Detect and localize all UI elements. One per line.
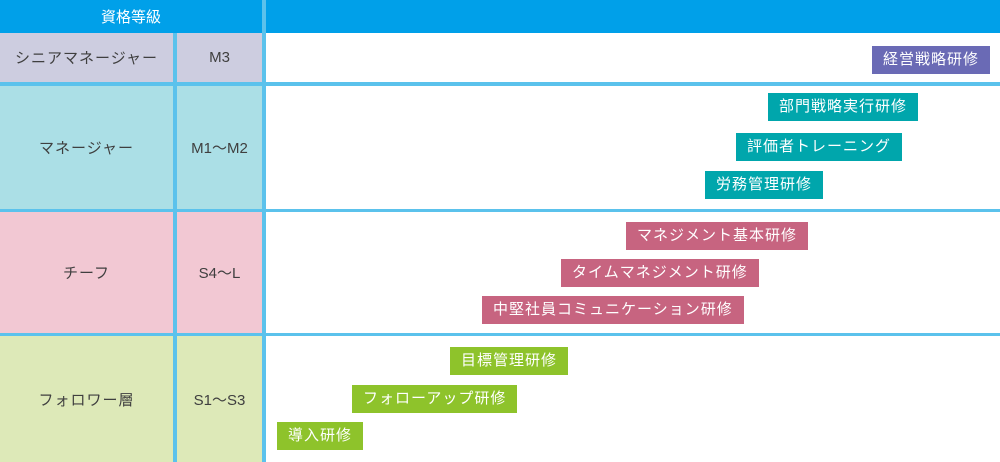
column-divider-code-trainings: [262, 0, 266, 462]
training-badge-midlevel-communication: 中堅社員コミュニケーション研修: [482, 296, 744, 324]
grade-row-label-senior-manager: シニアマネージャー: [0, 33, 173, 82]
column-divider-label-code: [173, 33, 177, 462]
grade-row-label-follower: フォロワー層: [0, 336, 173, 462]
row-divider-3: [0, 333, 1000, 336]
qualification-grade-header-label: 資格等級: [100, 9, 161, 26]
row-divider-1: [0, 82, 1000, 86]
training-badge-management-strategy: 経営戦略研修: [871, 46, 990, 74]
training-badge-management-basics: マネジメント基本研修: [626, 222, 809, 250]
grade-row-code-chief: S4〜L: [177, 212, 262, 333]
grade-row-code-follower: S1〜S3: [177, 336, 262, 462]
grade-row-label-chief: チーフ: [0, 212, 173, 333]
training-badge-onboarding: 導入研修: [277, 422, 364, 450]
training-badge-dept-strategy-execution: 部門戦略実行研修: [768, 93, 919, 121]
training-badge-labor-management: 労務管理研修: [705, 171, 824, 199]
row-divider-2: [0, 209, 1000, 212]
grade-row-label-manager: マネージャー: [0, 86, 173, 209]
training-badge-time-management: タイムマネジメント研修: [561, 259, 759, 287]
grade-row-code-manager: M1〜M2: [177, 86, 262, 209]
grade-row-code-senior-manager: M3: [177, 33, 262, 82]
training-badge-evaluator-training: 評価者トレーニング: [736, 133, 903, 161]
qualification-grade-header: 資格等級: [0, 0, 262, 33]
training-badge-follow-up: フォローアップ研修: [352, 385, 518, 413]
training-column-header-bar: [266, 0, 1000, 33]
training-badge-goal-management: 目標管理研修: [450, 347, 569, 375]
